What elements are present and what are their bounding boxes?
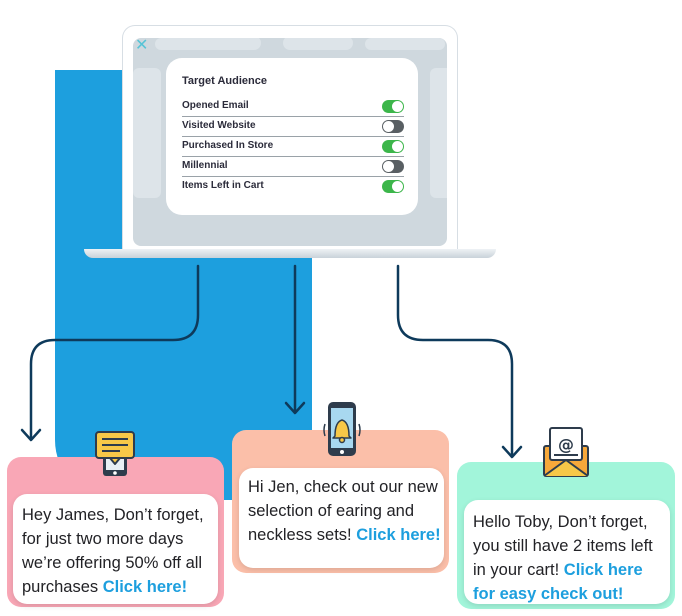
toggle-knob	[392, 101, 403, 112]
message-3-text: Hello Toby, Don’t forget, you still have…	[473, 513, 653, 603]
placeholder-block	[430, 68, 447, 198]
audience-row-label: Purchased In Store	[182, 140, 274, 151]
connector-arrow-left	[20, 428, 42, 442]
svg-text:@: @	[558, 435, 574, 454]
audience-row: Items Left in Cart	[182, 177, 404, 197]
audience-toggle[interactable]	[382, 180, 404, 193]
message-2-text: Hi Jen, check out our new selection of e…	[248, 478, 441, 544]
message-1-text: Hey James, Don’t forget, for just two mo…	[22, 506, 204, 596]
placeholder-bar	[201, 38, 261, 50]
message-card-3: Hello Toby, Don’t forget, you still have…	[464, 500, 670, 604]
target-audience-title: Target Audience	[182, 75, 267, 87]
connector-line-left	[29, 264, 200, 440]
connector-arrow-middle	[284, 401, 306, 415]
audience-toggle[interactable]	[382, 140, 404, 153]
audience-row-label: Millennial	[182, 160, 228, 171]
audience-row: Millennial	[182, 157, 404, 177]
audience-toggle[interactable]	[382, 120, 404, 133]
laptop-base	[84, 249, 496, 258]
audience-row: Visited Website	[182, 117, 404, 137]
audience-row-label: Opened Email	[182, 100, 249, 111]
toggle-knob	[392, 141, 403, 152]
audience-row: Opened Email	[182, 97, 404, 117]
toggle-knob	[383, 161, 394, 172]
click-here-link-2[interactable]: Click here!	[356, 526, 441, 544]
placeholder-bar	[283, 38, 353, 50]
email-envelope-icon: @	[542, 426, 590, 483]
placeholder-bar	[365, 38, 445, 50]
click-here-link-3[interactable]: Click here for easy check out!	[473, 561, 643, 603]
toggle-knob	[383, 121, 394, 132]
audience-toggle[interactable]	[382, 100, 404, 113]
audience-row-label: Visited Website	[182, 120, 256, 131]
message-card-1: Hey James, Don’t forget, for just two mo…	[13, 494, 218, 604]
audience-row-label: Items Left in Cart	[182, 180, 264, 191]
phone-notification-bell-icon	[321, 400, 363, 465]
placeholder-block	[133, 68, 161, 198]
connector-arrow-right	[501, 445, 523, 459]
connector-line-right	[396, 264, 514, 458]
message-card-2: Hi Jen, check out our new selection of e…	[239, 468, 444, 568]
brand-x-icon: ✕	[135, 38, 149, 54]
chat-message-phone-icon	[94, 430, 136, 483]
toggle-knob	[392, 181, 403, 192]
audience-toggle[interactable]	[382, 160, 404, 173]
click-here-link-1[interactable]: Click here!	[102, 578, 188, 596]
audience-row: Purchased In Store	[182, 137, 404, 157]
